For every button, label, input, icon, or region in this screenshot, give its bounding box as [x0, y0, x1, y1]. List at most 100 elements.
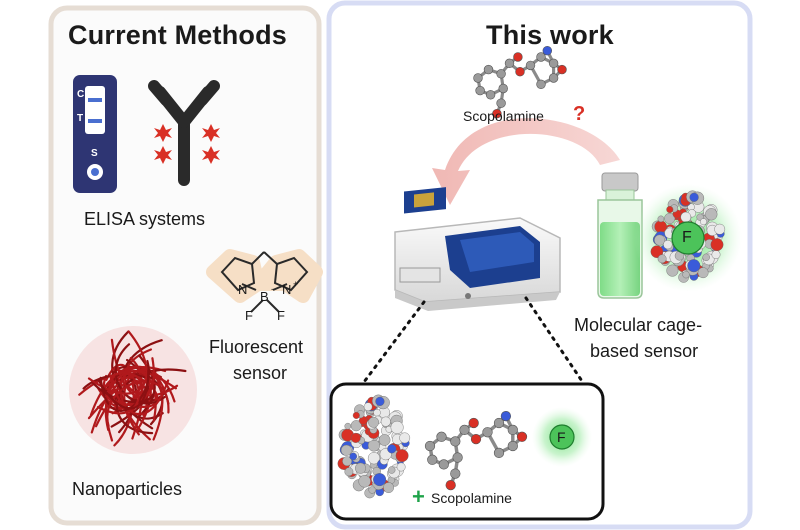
cage-atom — [697, 267, 709, 279]
cage-atom — [378, 434, 391, 446]
molecule-atom — [496, 98, 506, 108]
molecule-atom — [548, 73, 559, 83]
molecule-atom — [427, 454, 438, 465]
molecule-atom — [504, 58, 515, 69]
cage-atom — [650, 245, 664, 258]
test-strip-icon — [73, 75, 117, 193]
cage-atom — [390, 420, 404, 434]
bodipy-boron: B — [260, 289, 269, 304]
scopolamine-label-top: Scopolamine — [463, 108, 544, 124]
molecule-atom — [557, 64, 567, 75]
molecule-atom — [496, 69, 506, 79]
sensor-label-1: Molecular cage- — [574, 315, 703, 335]
zoom-line-right — [524, 296, 590, 392]
molecule-atom — [450, 436, 461, 447]
cage-atom — [344, 467, 354, 477]
fluorophore-letter: F — [682, 229, 692, 246]
molecule-atom — [492, 108, 502, 119]
cage-atom — [363, 402, 373, 412]
molecule-atom — [536, 52, 546, 62]
cage-atom — [395, 449, 409, 462]
cage-atom — [654, 234, 666, 246]
cage-atom — [388, 466, 396, 474]
inset-fluorophore-letter: F — [557, 429, 566, 445]
bodipy-n2: N — [282, 282, 292, 297]
molecule-atom — [485, 90, 496, 100]
cage-atom — [714, 223, 726, 235]
cage-atom — [657, 215, 665, 223]
question-mark: ? — [573, 103, 586, 125]
molecule-atom — [542, 45, 553, 56]
nanoparticle-strand — [96, 371, 140, 415]
cage-atom — [355, 462, 367, 474]
fluorescent-label-2: sensor — [233, 363, 288, 383]
cage-atom — [387, 444, 397, 454]
inset-plus-sign: + — [412, 484, 425, 509]
bodipy-plus: + — [293, 279, 299, 289]
cage-atom — [689, 192, 699, 202]
cage-atom — [711, 250, 721, 260]
molecule-atom — [424, 440, 436, 452]
molecule-atom — [500, 410, 512, 422]
bodipy-structure — [206, 249, 323, 313]
molecule-atom — [507, 424, 518, 436]
molecule-atom — [482, 427, 493, 438]
cage-atom — [396, 462, 406, 472]
inset-fluorophore — [549, 424, 575, 450]
nanoparticle-strand — [97, 369, 150, 410]
strip-t-label: T — [77, 113, 84, 124]
antibody-icon — [148, 80, 220, 186]
molecule-atom — [475, 85, 485, 96]
cage-atom — [358, 475, 371, 488]
bodipy-n1: N — [238, 282, 248, 297]
cage-atom — [367, 452, 381, 465]
cage-atom — [383, 482, 394, 493]
cage-atom — [710, 238, 724, 252]
molecule-atom — [445, 479, 456, 491]
strip-s-label: S — [91, 148, 98, 159]
current-methods-title: Current Methods — [68, 20, 287, 50]
cage-atom — [375, 396, 385, 407]
nanoparticle-strand — [109, 374, 170, 416]
cage-atom — [380, 416, 391, 427]
strip-c-label: C — [77, 89, 85, 100]
cage-atom — [687, 259, 701, 273]
cage-atom — [666, 205, 674, 213]
cage-atom — [705, 208, 718, 221]
sensor-label-2: based sensor — [590, 341, 699, 361]
this-work-title: This work — [486, 20, 614, 50]
molecular-cage-inset — [337, 394, 411, 499]
cage-atom — [352, 411, 360, 419]
molecule-atom — [536, 79, 546, 90]
molecule-atom — [513, 52, 523, 62]
bodipy-f1: F — [245, 308, 253, 323]
cage-atom — [344, 422, 352, 430]
fluorescent-label-1: Fluorescent — [209, 337, 304, 357]
scopolamine-molecule-top — [473, 45, 567, 119]
bodipy-minus: - — [271, 284, 274, 294]
inset-scopolamine-label: Scopolamine — [431, 490, 512, 506]
cage-atom — [664, 212, 676, 224]
molecule-atom — [473, 73, 483, 83]
nanoparticle-icon — [69, 326, 197, 454]
molecule-atom — [507, 440, 518, 452]
molecule-atom — [516, 431, 528, 442]
nanoparticle-strand — [87, 330, 148, 395]
molecule-atom — [525, 60, 536, 71]
nanoparticle-strand — [115, 368, 187, 435]
molecule-atom — [493, 447, 505, 459]
cage-atom — [340, 444, 352, 456]
cage-atom — [657, 254, 667, 264]
molecule-atom — [548, 58, 559, 69]
molecule-atom — [450, 468, 461, 479]
molecule-atom — [452, 452, 463, 463]
cage-atom — [700, 218, 707, 226]
molecule-atom — [498, 83, 508, 94]
cage-atom — [682, 271, 690, 279]
zoom-line-left — [356, 300, 426, 392]
cage-atom — [368, 486, 376, 494]
molecule-atom — [470, 433, 482, 445]
molecule-atom — [483, 64, 494, 75]
